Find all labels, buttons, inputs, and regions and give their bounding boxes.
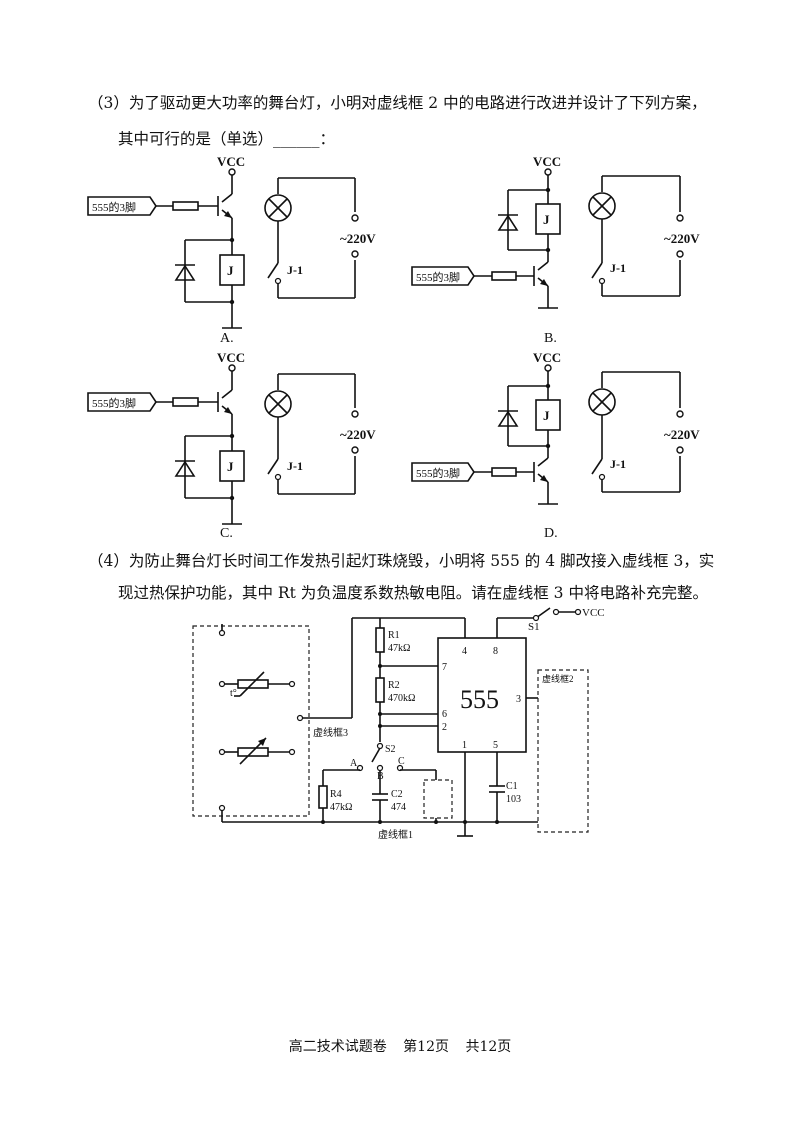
box3-label: 虚线框3 (313, 726, 348, 739)
switch-label: J-1 (287, 459, 303, 473)
dashed-box-3[interactable] (192, 625, 310, 817)
input-label: 555的3脚 (416, 270, 460, 284)
option-b-circuit: VCC 555的3脚 J J-1 ~220V B. (411, 154, 700, 346)
q4-line1: （4）为防止舞台灯长时间工作发热引起灯珠烧毁，小明将 555 的 4 脚改接入虚… (88, 552, 715, 570)
box1-label: 虚线框1 (378, 828, 413, 840)
variable-resistor-icon[interactable] (218, 737, 296, 765)
relay-label: J (227, 459, 234, 474)
q4-line2: 现过热保护功能，其中 Rt 为负温度系数热敏电阻。请在虚线框 3 中将电路补充完… (118, 584, 708, 602)
q3-line2: 其中可行的是（单选）______： (118, 128, 335, 150)
vcc-label: VCC (533, 154, 561, 169)
option-b-label: B. (544, 331, 557, 346)
switch-label: J-1 (287, 263, 303, 277)
chip-label: 555 (460, 685, 499, 714)
pin-8: 8 (493, 646, 498, 657)
pin-4: 4 (462, 646, 467, 657)
voltage-label: ~220V (664, 427, 700, 442)
vcc-label: VCC (217, 154, 245, 169)
thermistor-icon[interactable]: t° (218, 671, 296, 699)
dashed-box-2 (537, 669, 589, 833)
footer-page: 第12页 (403, 1039, 449, 1055)
c2-label: C2 (391, 789, 403, 800)
r1-value: 47kΩ (388, 643, 410, 654)
pin-2: 2 (442, 722, 447, 733)
input-label: 555的3脚 (416, 466, 460, 480)
r1-label: R1 (388, 630, 400, 641)
c1-value: 103 (506, 794, 521, 805)
switch-label: J-1 (610, 457, 626, 471)
pin-7: 7 (442, 662, 447, 673)
dashed-box-1 (423, 779, 453, 819)
q3-colon: ： (319, 130, 336, 148)
option-circuits: VCC 555的3脚 J J-1 ~220V A. VCC 555的3脚 J J… (87, 154, 700, 541)
option-a-label: A. (220, 331, 234, 346)
footer-total: 共12页 (465, 1039, 512, 1055)
relay-label: J (227, 263, 234, 278)
thermistor-mark: t° (230, 688, 237, 699)
voltage-label: ~220V (340, 427, 376, 442)
r2-value: 470kΩ (388, 693, 415, 704)
pin-5: 5 (493, 740, 498, 751)
pin-3: 3 (516, 694, 521, 705)
footer-title: 高二技术试题卷 (288, 1039, 387, 1055)
s2-label: S2 (385, 744, 396, 755)
pin-1: 1 (462, 740, 467, 751)
answer-blank[interactable]: ______ (273, 130, 320, 148)
voltage-label: ~220V (664, 231, 700, 246)
q3-line1: （3）为了驱动更大功率的舞台灯，小明对虚线框 2 中的电路进行改进并设计了下列方… (88, 94, 707, 112)
input-label: 555的3脚 (92, 200, 136, 214)
chip-555 (437, 637, 527, 753)
timer-555-circuit: t° 虚线框3 S1 VCC R1 47kΩ R2 470kΩ 555 4 8 (192, 607, 605, 840)
vcc-label: VCC (582, 607, 605, 619)
option-c-label: C. (220, 526, 233, 541)
q3-stem: 其中可行的是（单选） (118, 130, 274, 148)
switch-a-label: A (350, 758, 358, 769)
r2-label: R2 (388, 680, 400, 691)
option-c-circuit: VCC 555的3脚 J J-1 ~220V C. (87, 350, 376, 541)
c2-value: 474 (391, 802, 406, 813)
option-d-circuit: VCC 555的3脚 J J-1 ~220V D. (411, 350, 700, 541)
r4-value: 47kΩ (330, 802, 352, 813)
relay-label: J (543, 408, 550, 423)
pin-6: 6 (442, 709, 447, 720)
r4-label: R4 (330, 789, 342, 800)
relay-label: J (543, 212, 550, 227)
s1-label: S1 (528, 621, 540, 633)
box2-label: 虚线框2 (542, 673, 574, 684)
voltage-label: ~220V (340, 231, 376, 246)
input-label: 555的3脚 (92, 396, 136, 410)
page-footer: 高二技术试题卷 第12页 共12页 (0, 1036, 800, 1056)
vcc-label: VCC (217, 350, 245, 365)
c1-label: C1 (506, 781, 518, 792)
option-a-circuit: VCC 555的3脚 J J-1 ~220V A. (87, 154, 376, 346)
switch-label: J-1 (610, 261, 626, 275)
option-d-label: D. (544, 526, 558, 541)
switch-c-label: C (398, 756, 405, 767)
vcc-label: VCC (533, 350, 561, 365)
